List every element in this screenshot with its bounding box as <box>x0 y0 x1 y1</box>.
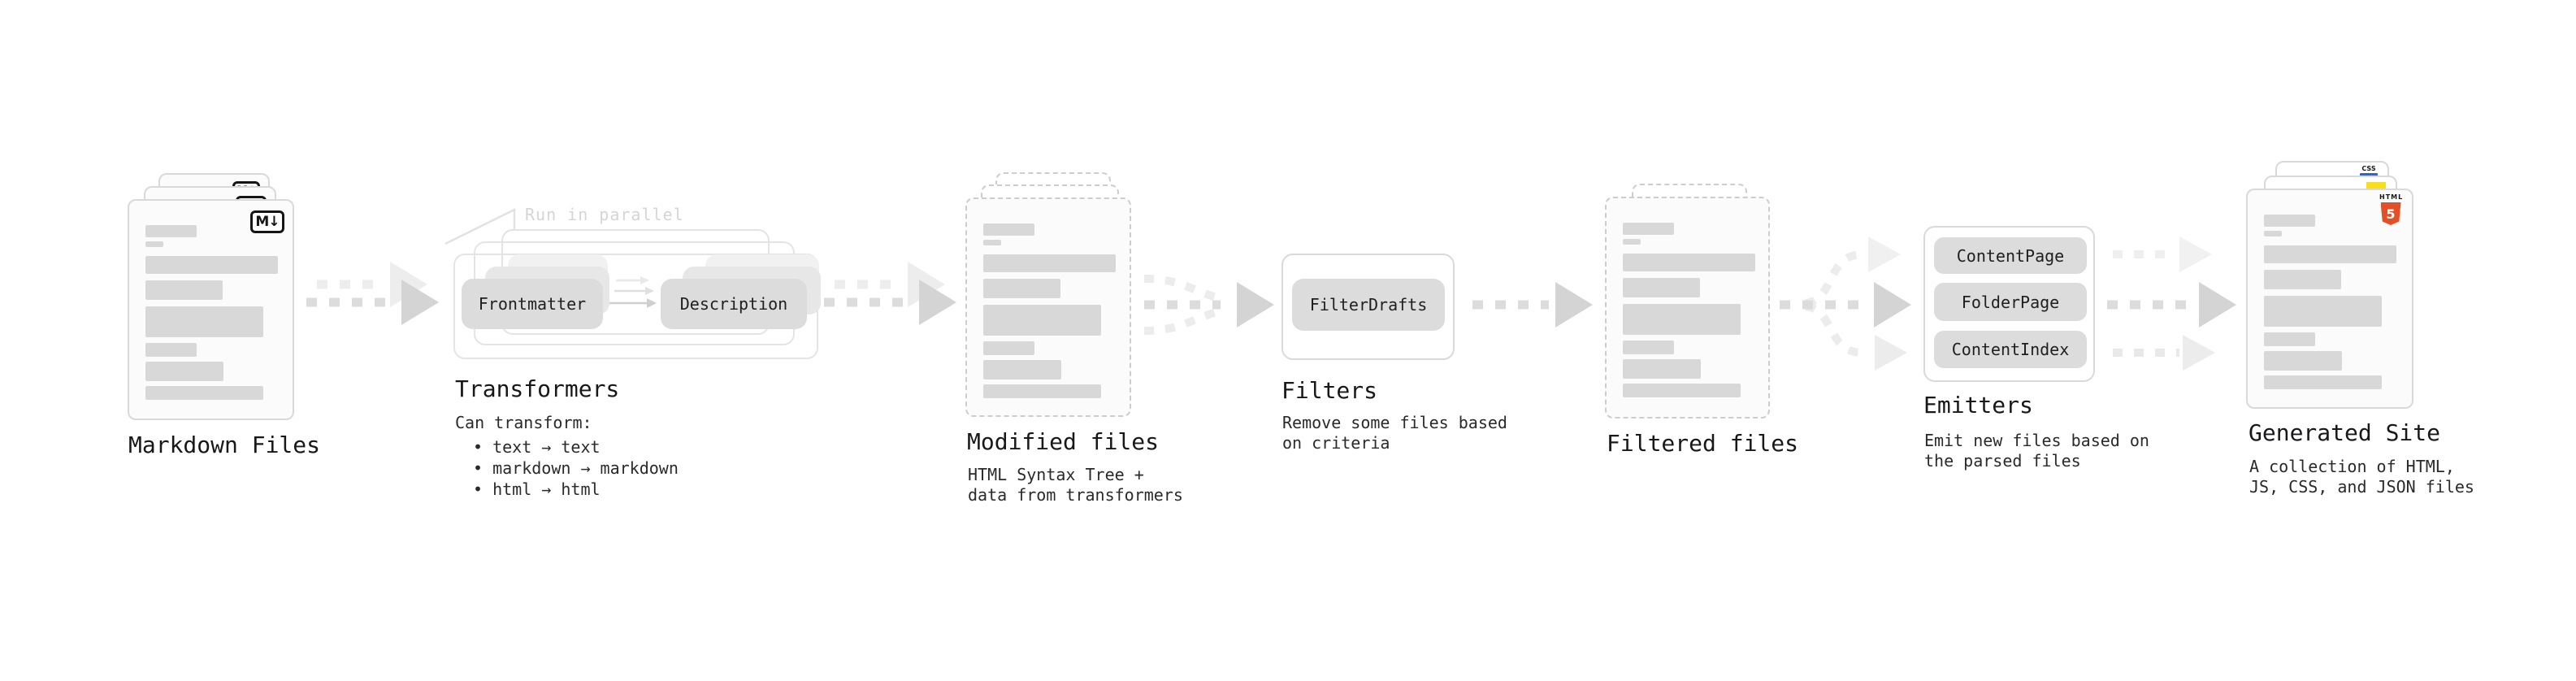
markdown-files-label: Markdown Files <box>128 432 321 458</box>
skeleton-line <box>145 256 278 274</box>
arrow-markdown-to-transformers <box>306 262 439 325</box>
skeleton-line <box>1623 340 1674 354</box>
skeleton-line <box>145 241 163 247</box>
skeleton-line <box>145 386 263 400</box>
skeleton-line <box>2264 270 2341 289</box>
skeleton-line <box>1623 239 1641 245</box>
filterdrafts-node: FilterDrafts <box>1292 279 1445 331</box>
description-node: Description <box>661 279 807 329</box>
markdown-icon: M↓ <box>250 210 284 233</box>
contentindex-node: ContentIndex <box>1934 331 2087 368</box>
modified-files-desc-1: HTML Syntax Tree + <box>968 465 1144 484</box>
skeleton-line <box>2264 375 2382 389</box>
skeleton-line <box>145 280 223 300</box>
skeleton-line <box>2264 351 2342 371</box>
filters-desc-2: on criteria <box>1282 433 1390 453</box>
filtered-files-label: Filtered files <box>1607 430 1799 457</box>
arrow-filters-to-filtered <box>1472 282 1593 327</box>
generated-site-card-front: HTML 5 <box>2246 189 2413 409</box>
skeleton-line <box>1623 223 1674 235</box>
contentpage-node: ContentPage <box>1934 237 2087 274</box>
arrow-modified-to-filters <box>1143 275 1274 335</box>
transformers-bullet-2: • markdown → markdown <box>473 458 679 478</box>
skeleton-line <box>983 384 1101 398</box>
skeleton-line <box>145 362 223 381</box>
css-icon-bar <box>2360 173 2378 176</box>
html5-icon-label: HTML <box>2379 193 2404 201</box>
skeleton-line <box>983 279 1060 298</box>
markdown-file-card-front: M↓ <box>128 199 294 420</box>
skeleton-line <box>2264 215 2315 227</box>
skeleton-line <box>2264 231 2282 236</box>
skeleton-line <box>1623 384 1741 397</box>
filters-label: Filters <box>1281 377 1378 404</box>
modified-file-card-front <box>965 197 1131 417</box>
emitters-desc-1: Emit new files based on <box>1924 431 2149 450</box>
emitters-desc-2: the parsed files <box>1924 451 2081 471</box>
transformers-desc-title: Can transform: <box>455 413 592 432</box>
arrows-emitters-to-generated <box>2107 236 2236 371</box>
folderpage-node: FolderPage <box>1934 283 2087 321</box>
skeleton-line <box>2264 332 2315 346</box>
html5-icon: HTML 5 <box>2379 194 2402 225</box>
skeleton-line <box>983 341 1034 355</box>
css-icon: CSS <box>2360 166 2378 176</box>
skeleton-line <box>983 223 1034 236</box>
emitters-label: Emitters <box>1923 392 2033 419</box>
arrow-transformers-to-modified <box>824 262 956 325</box>
transformers-label: Transformers <box>455 375 620 402</box>
skeleton-line <box>983 254 1116 272</box>
arrow-filtered-to-emitters <box>1780 236 1911 371</box>
skeleton-line <box>1623 278 1700 297</box>
filters-desc-1: Remove some files based <box>1282 413 1507 432</box>
css-icon-label: CSS <box>2361 165 2376 172</box>
skeleton-line <box>145 225 197 237</box>
skeleton-line <box>2264 245 2396 263</box>
frontmatter-node: Frontmatter <box>462 279 603 329</box>
generated-site-desc-2: JS, CSS, and JSON files <box>2249 477 2474 497</box>
transformers-bullet-1: • text → text <box>473 437 601 457</box>
js-icon <box>2366 182 2386 190</box>
html5-icon-number: 5 <box>2386 206 2396 222</box>
skeleton-line <box>1623 304 1741 335</box>
modified-files-desc-2: data from transformers <box>968 485 1183 505</box>
html5-icon-shield: 5 <box>2380 202 2401 225</box>
filtered-file-card-front <box>1605 197 1770 419</box>
modified-files-label: Modified files <box>967 428 1160 455</box>
transformers-bullet-3: • html → html <box>473 479 601 499</box>
skeleton-line <box>145 306 263 337</box>
skeleton-line <box>983 305 1101 336</box>
skeleton-line <box>145 343 197 357</box>
generated-site-label: Generated Site <box>2249 419 2441 446</box>
skeleton-line <box>983 240 1001 245</box>
run-in-parallel-annotation: Run in parallel <box>525 205 684 224</box>
skeleton-line <box>1623 254 1755 271</box>
generated-site-desc-1: A collection of HTML, <box>2249 457 2455 476</box>
skeleton-line <box>983 360 1061 380</box>
skeleton-line <box>1623 359 1701 379</box>
skeleton-line <box>2264 296 2382 327</box>
